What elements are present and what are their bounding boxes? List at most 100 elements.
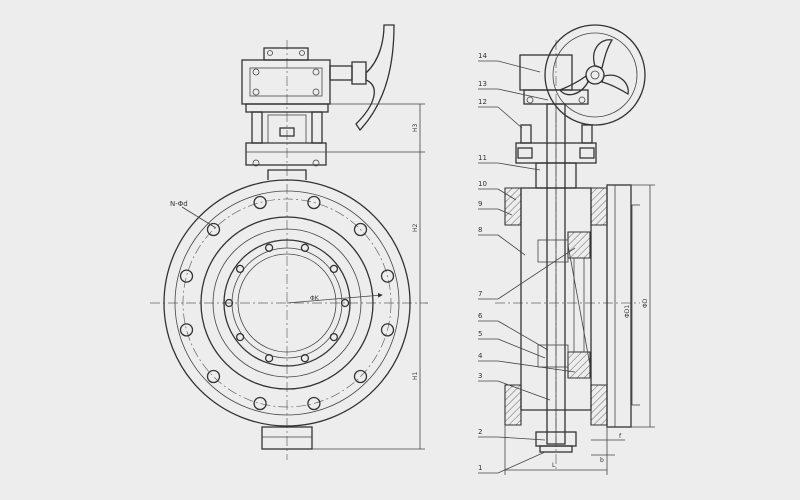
flange-outer-circle	[163, 179, 411, 427]
handwheel-spoke	[601, 74, 629, 96]
gearbox-bolt-side	[578, 96, 586, 104]
bracket-post-right	[311, 111, 323, 144]
front-view: N-Φd ΦK H3 H2 H1	[150, 24, 428, 460]
part-leader-line	[497, 88, 549, 101]
bracket-bolt	[312, 159, 320, 167]
gearbox-cover	[263, 47, 309, 61]
part-number-8: 8	[478, 226, 482, 234]
bracket-bolt-side	[581, 124, 593, 144]
hex-nut	[517, 147, 533, 159]
handwheel-rim-profile	[355, 24, 395, 132]
part-leader-line	[497, 208, 513, 216]
bore-label: ΦK	[310, 295, 320, 302]
flange-bolt-hole	[353, 369, 368, 384]
bracket-bolt	[252, 159, 260, 167]
flange-bolt-hole	[179, 269, 194, 283]
part-number-6: 6	[478, 312, 483, 320]
bottom-plug	[539, 445, 573, 453]
bolt-circle	[182, 198, 392, 408]
side-dimensions: ΦD1 ΦD L f b	[504, 184, 655, 475]
seat-screw-hole	[264, 243, 274, 252]
flange-bolt-holes	[179, 195, 395, 411]
flange-inner-circle	[174, 190, 400, 416]
flange-bolt-hole	[206, 369, 221, 384]
handwheel-rim-inner	[552, 32, 638, 118]
mating-flange	[606, 184, 632, 428]
part-number-1: 1	[478, 464, 482, 472]
flange-bolt-hole	[253, 396, 267, 411]
dim-b: b	[600, 457, 604, 464]
seat-screw-hole	[340, 298, 350, 308]
cover-screw	[299, 50, 305, 56]
part-number-12: 12	[478, 98, 487, 106]
dim-l: L	[552, 462, 556, 469]
seat-screw-hole	[224, 298, 234, 308]
dim-h3: H3	[412, 123, 419, 132]
part-leader-line	[497, 234, 526, 256]
flange-right-bottom	[590, 384, 608, 426]
handwheel-rim-outer	[544, 24, 646, 126]
disc-hub-bottom	[537, 344, 569, 368]
part-leader-line	[497, 247, 576, 300]
bolt-note-label: N-Φd	[170, 200, 188, 208]
seat-screw-hole	[300, 243, 310, 252]
bottom-boss	[261, 426, 313, 450]
part-leader-line	[497, 162, 541, 171]
seat-section-bottom	[567, 351, 591, 379]
seat-screw-hole	[235, 332, 245, 342]
flange-right-top	[590, 187, 608, 226]
gearbox-housing	[241, 59, 331, 105]
flange-bolt-hole	[380, 323, 395, 337]
gearbox-bolt	[312, 88, 320, 96]
flange-bolt-hole	[380, 269, 395, 283]
seat-screw-hole	[264, 354, 274, 363]
part-number-2: 2	[478, 428, 482, 436]
part-number-3: 3	[478, 372, 482, 380]
flange-bolt-hole	[353, 222, 368, 237]
flange-bolt-hole	[307, 195, 321, 210]
part-number-4: 4	[478, 352, 483, 360]
gearbox-inner-outline	[249, 67, 323, 97]
body-neck	[267, 169, 307, 180]
part-leader-line	[497, 60, 541, 73]
stem-coupling	[267, 114, 307, 144]
bracket-base-plate	[245, 142, 327, 166]
gearbox-bolt	[252, 88, 260, 96]
dim-h1: H1	[412, 371, 419, 380]
front-dimension-chain: H3 H2 H1	[312, 103, 428, 450]
cover-screw	[267, 50, 273, 56]
seat-screw-hole	[329, 264, 339, 274]
disc-sealing-face	[567, 244, 591, 366]
body-ring-outer	[200, 216, 374, 390]
part-number-10: 10	[478, 180, 487, 188]
flange-bolt-hole	[179, 323, 194, 337]
handwheel-spoke	[558, 74, 589, 96]
handwheel-bore	[590, 70, 600, 80]
dim-f: f	[619, 433, 622, 440]
input-shaft	[329, 65, 353, 81]
part-leader-line	[497, 451, 546, 474]
flange-left-bottom	[504, 384, 522, 426]
body-ring-mid	[212, 228, 362, 378]
flange-left-top	[504, 187, 522, 226]
part-number-14: 14	[478, 52, 487, 60]
dim-d1: ΦD1	[624, 305, 631, 318]
part-number-7: 7	[478, 290, 482, 298]
part-leader-line	[497, 436, 546, 441]
part-number-11: 11	[478, 154, 487, 162]
gearbox-bolt	[252, 68, 260, 76]
gearbox-bolt-side	[526, 96, 534, 104]
bore-leader	[286, 292, 383, 304]
hex-nut	[579, 147, 595, 159]
dim-d: ΦD	[642, 298, 649, 308]
part-leader-line	[497, 380, 551, 401]
part-number-9: 9	[478, 200, 482, 208]
seat-screw-hole	[300, 354, 310, 363]
handwheel-hub	[351, 61, 367, 85]
part-leader-line	[497, 360, 576, 373]
flange-bolt-hole	[307, 396, 321, 411]
